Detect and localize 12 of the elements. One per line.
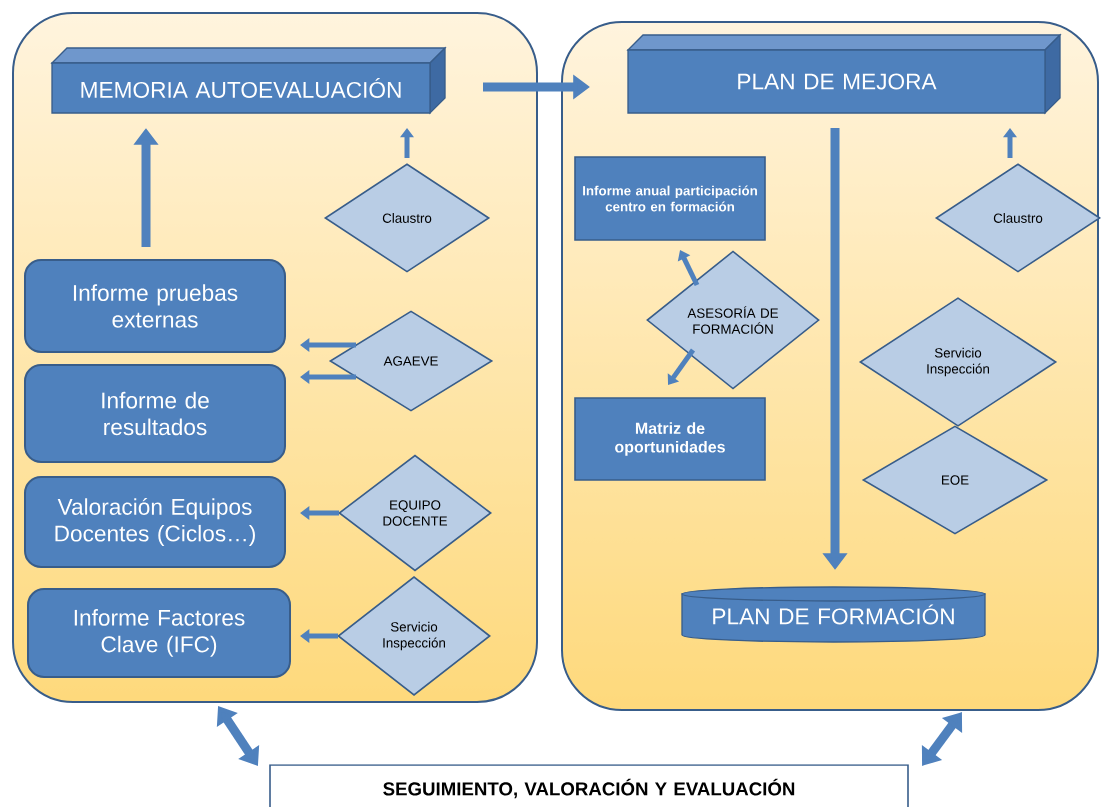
process-box: Informe Factores Clave (IFC) (27, 588, 291, 678)
process-box: Informe anual participación centro en formación (574, 156, 766, 241)
footer-box: SEGUIMIENTO, VALORACIÓN Y EVALUACIÓN (269, 764, 909, 807)
process-box: Matriz de oportunidades (574, 397, 766, 481)
process-box: Informe de resultados (24, 364, 286, 463)
arrow (667, 348, 696, 385)
process-box: Informe pruebas externas (24, 259, 286, 353)
cylinder-box: PLAN DE FORMACIÓN (681, 586, 986, 643)
arrow (677, 250, 700, 287)
arrow (216, 706, 260, 766)
arrow (921, 712, 963, 766)
process-box: Valoración Equipos Docentes (Ciclos…) (24, 476, 286, 568)
